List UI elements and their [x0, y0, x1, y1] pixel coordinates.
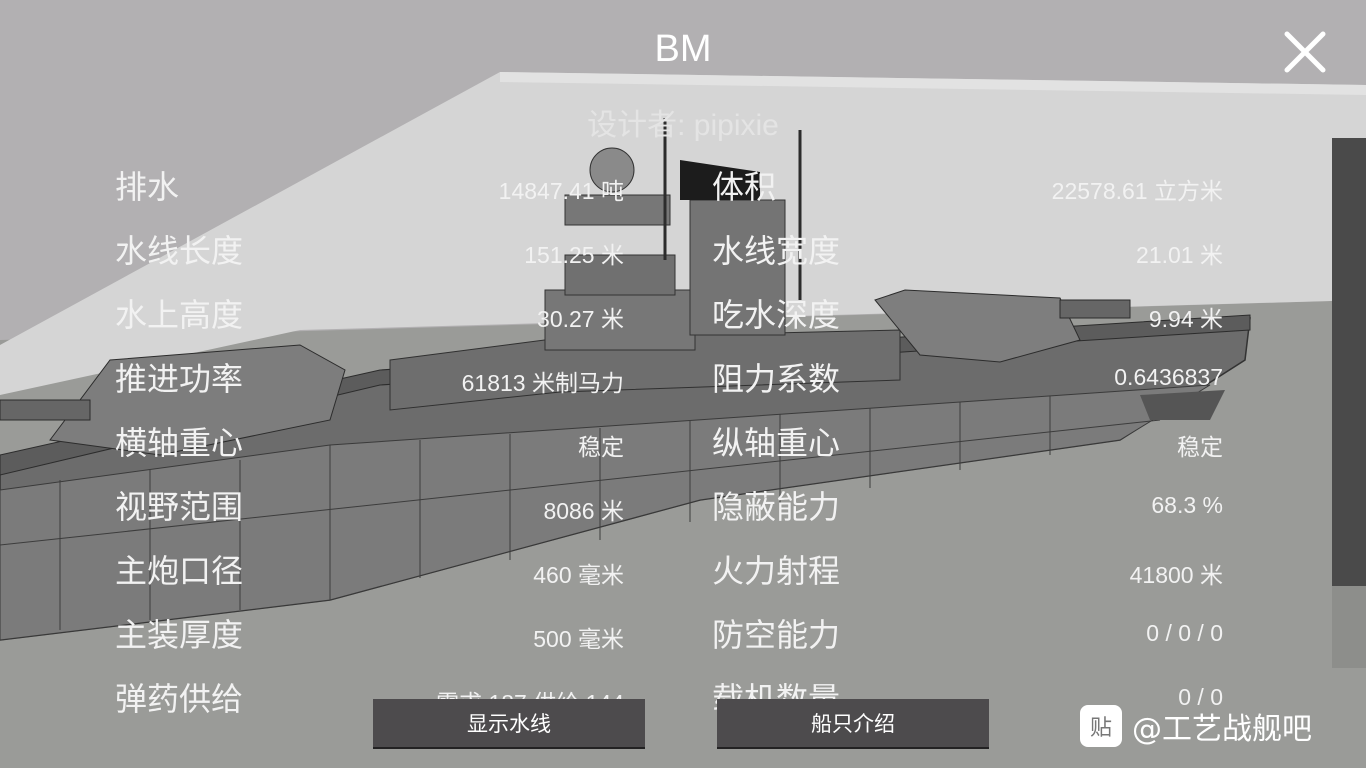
stat-label: 吃水深度: [712, 296, 841, 334]
stat-value: 稳定: [1177, 434, 1223, 460]
stat-label: 防空能力: [712, 616, 841, 654]
stat-label: 推进功率: [115, 360, 244, 398]
stat-value: 稳定: [578, 434, 624, 460]
stat-value: 0.6436837: [1114, 364, 1223, 390]
stat-label: 水上高度: [115, 296, 244, 334]
stat-value: 30.27 米: [537, 306, 624, 332]
stat-value: 61813 米制马力: [461, 370, 624, 396]
stat-row: 视野范围 8086 米 隐蔽能力 68.3 %: [0, 470, 1366, 534]
stat-value: 22578.61 立方米: [1051, 178, 1223, 204]
stat-label: 主装厚度: [115, 616, 244, 654]
stat-label: 体积: [712, 168, 777, 206]
scrollbar-thumb[interactable]: [1332, 586, 1366, 668]
stat-label: 火力射程: [712, 552, 841, 590]
ship-stats-panel[interactable]: 排水 14847.41 吨 体积 22578.61 立方米 水线长度 151.2…: [0, 150, 1366, 718]
close-icon[interactable]: [1283, 30, 1327, 74]
stat-label: 隐蔽能力: [712, 488, 841, 526]
stat-row: 水上高度 30.27 米 吃水深度 9.94 米: [0, 278, 1366, 342]
stat-value: 8086 米: [543, 498, 624, 524]
stat-value: 500 毫米: [533, 626, 624, 652]
stat-row: 主炮口径 460 毫米 火力射程 41800 米: [0, 534, 1366, 598]
designer-label: 设计者: pipixie: [587, 109, 779, 142]
stat-row: 推进功率 61813 米制马力 阻力系数 0.6436837: [0, 342, 1366, 406]
stat-label: 弹药供给: [115, 680, 244, 718]
stat-value: 0 / 0: [1178, 684, 1223, 710]
stat-label: 纵轴重心: [712, 424, 841, 462]
stat-value: 14847.41 吨: [498, 178, 624, 204]
tieba-logo-icon: 贴: [1080, 705, 1122, 747]
stat-label: 主炮口径: [115, 552, 244, 590]
stat-label: 水线宽度: [712, 232, 841, 270]
stat-value: 151.25 米: [524, 242, 624, 268]
stat-label: 阻力系数: [712, 360, 841, 398]
stat-row: 水线长度 151.25 米 水线宽度 21.01 米: [0, 214, 1366, 278]
stat-label: 水线长度: [115, 232, 244, 270]
stat-value: 0 / 0 / 0: [1146, 620, 1223, 646]
stat-row: 排水 14847.41 吨 体积 22578.61 立方米: [0, 150, 1366, 214]
stat-label: 排水: [115, 168, 180, 206]
stat-value: 41800 米: [1129, 562, 1223, 588]
stat-value: 9.94 米: [1148, 306, 1223, 332]
stat-label: 横轴重心: [115, 424, 244, 462]
stat-row: 横轴重心 稳定 纵轴重心 稳定: [0, 406, 1366, 470]
show-waterline-button[interactable]: 显示水线: [373, 699, 645, 749]
stat-label: 视野范围: [115, 488, 244, 526]
watermark-text: @工艺战舰吧: [1132, 712, 1312, 747]
stats-scrollbar[interactable]: [1332, 138, 1366, 668]
stat-row: 主装厚度 500 毫米 防空能力 0 / 0 / 0: [0, 598, 1366, 662]
ship-intro-button[interactable]: 船只介绍: [717, 699, 989, 749]
stat-value: 21.01 米: [1136, 242, 1223, 268]
stat-value: 68.3 %: [1151, 492, 1223, 518]
stat-value: 460 毫米: [533, 562, 624, 588]
watermark: 贴 @工艺战舰吧: [1080, 705, 1312, 747]
ship-name-title: BM: [654, 28, 712, 70]
